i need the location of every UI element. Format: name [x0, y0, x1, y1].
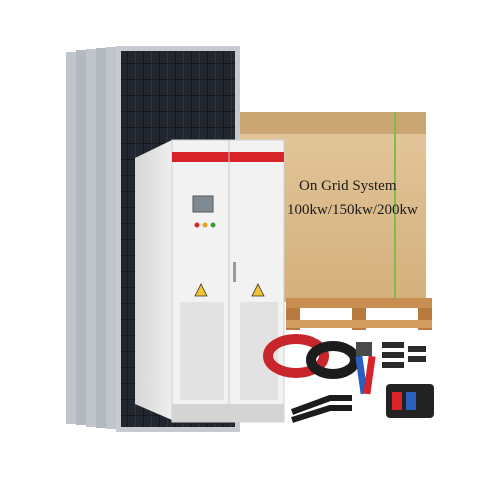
mc4-connector-icon [382, 342, 426, 368]
cable-coil-black [306, 341, 360, 379]
warning-sign-icon [194, 283, 208, 297]
inverter-cabinet [135, 139, 285, 423]
crimping-tool-icon [355, 342, 376, 395]
cable-coil-red [263, 334, 329, 378]
tool-kit-bag-icon [386, 384, 434, 418]
wood-pallet [286, 298, 432, 330]
power-options: 100kw/150kw/200kw [287, 202, 418, 218]
warning-sign-icon [251, 283, 265, 297]
product-title: On Grid System [299, 178, 397, 194]
branch-connector-icon [290, 395, 352, 423]
